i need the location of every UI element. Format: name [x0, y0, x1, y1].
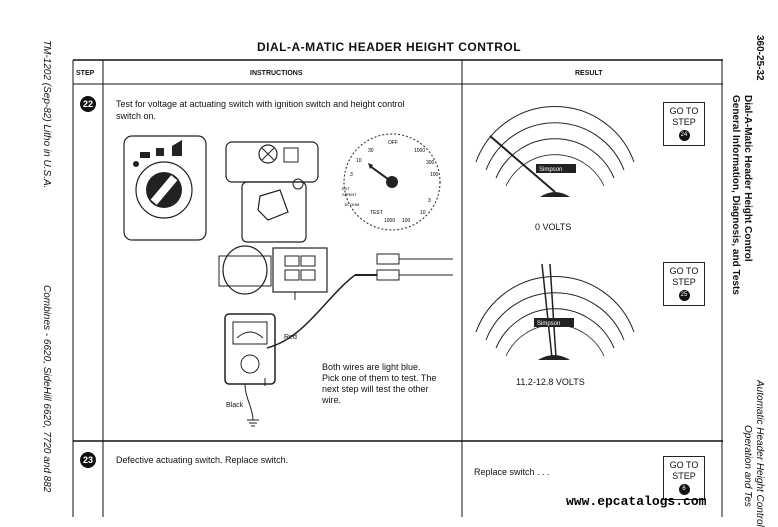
- meter-reading-12-volts: Simpson: [475, 263, 635, 360]
- header-instructions: INSTRUCTIONS: [250, 70, 303, 77]
- step-25-badge: 25: [678, 290, 690, 301]
- meter-reading-0-volts: Simpson: [475, 106, 635, 197]
- svg-text:3: 3: [350, 172, 353, 178]
- label-black: Black: [226, 402, 244, 409]
- step-23-result: Replace switch . . .: [474, 467, 550, 477]
- label-red: Red: [284, 334, 297, 341]
- meter-brand-label: Simpson: [537, 321, 560, 327]
- svg-text:3: 3: [428, 198, 431, 204]
- svg-text:100: 100: [402, 218, 411, 224]
- goto-step-25[interactable]: GO TO STEP 25: [663, 262, 705, 306]
- header-result: RESULT: [575, 70, 603, 77]
- result-reading-0: 0 VOLTS: [535, 222, 572, 232]
- svg-text:SPRINT: SPRINT: [342, 192, 357, 197]
- svg-text:30: 30: [368, 148, 374, 154]
- actuating-switch-wiring-illustration: [218, 245, 453, 427]
- page-title: DIAL-A-MATIC HEADER HEIGHT CONTROL: [256, 40, 522, 54]
- svg-text:1K OHM: 1K OHM: [344, 202, 359, 207]
- svg-text:OFF: OFF: [388, 140, 398, 146]
- result-reading-12-volts: 11.2-12.8 VOLTS: [516, 377, 585, 387]
- step-6-badge: 6: [678, 484, 690, 495]
- step-24-badge: 24: [678, 130, 690, 141]
- watermark-text: www.epcatalogs.com: [566, 494, 707, 509]
- height-control-switch-illustration: [225, 141, 319, 243]
- svg-text:300: 300: [426, 160, 435, 166]
- svg-text:TEST: TEST: [370, 210, 383, 216]
- meter-brand-label: Simpson: [539, 167, 562, 173]
- svg-text:1000: 1000: [414, 148, 425, 154]
- svg-text:10: 10: [356, 158, 362, 164]
- svg-text:EXT: EXT: [342, 186, 350, 191]
- step-22-note: Both wires are light blue. Pick one of t…: [322, 362, 437, 405]
- header-step: STEP: [76, 70, 95, 77]
- step-22-instruction: Test for voltage at actuating switch wit…: [116, 99, 405, 121]
- svg-text:100: 100: [430, 172, 439, 178]
- step-number-23: 23: [80, 452, 96, 468]
- step-number-22: 22: [80, 96, 96, 112]
- svg-text:10: 10: [420, 210, 426, 216]
- ignition-switch-illustration: [123, 135, 207, 241]
- svg-text:1000: 1000: [384, 218, 395, 224]
- goto-step-6[interactable]: GO TO STEP 6: [663, 456, 705, 500]
- meter-selector-dial: OFF 1000 300 100 30 10 3 EXT SPRINT 1K O…: [342, 133, 441, 231]
- step-23-instruction: Defective actuating switch. Replace swit…: [116, 455, 289, 465]
- goto-step-24[interactable]: GO TO STEP 24: [663, 102, 705, 146]
